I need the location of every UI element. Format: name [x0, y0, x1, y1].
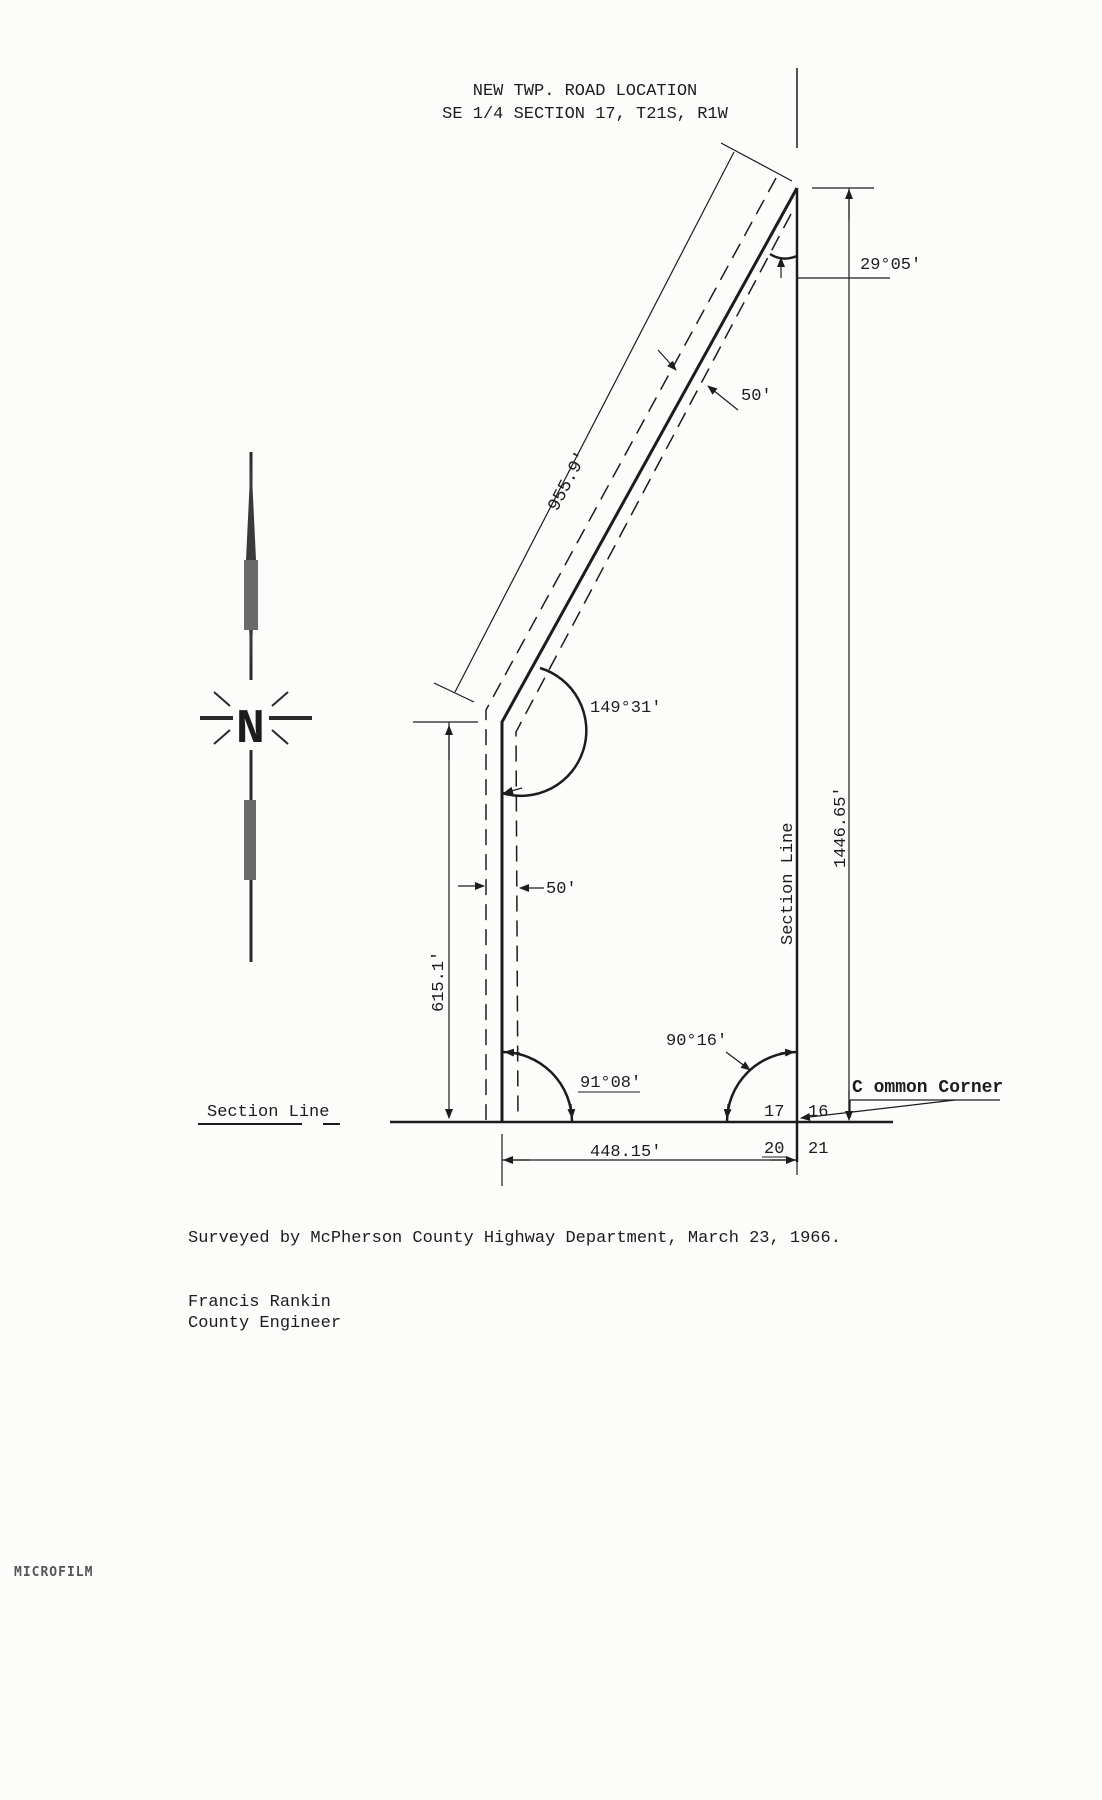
angle-149-label: 149°31': [590, 699, 661, 718]
dim-50-diag-label: 50': [741, 387, 772, 406]
dim-955-label: 955.9': [545, 448, 593, 515]
dim-50-diag-arrow-b: [707, 385, 739, 411]
section-line-east-label: Section Line: [779, 823, 798, 945]
title-line-1: NEW TWP. ROAD LOCATION: [473, 82, 697, 101]
section-17: 17: [764, 1103, 784, 1122]
angle-91-arc: [501, 1050, 574, 1123]
section-20: 20: [764, 1140, 784, 1159]
north-arrow-icon: N: [200, 452, 312, 962]
section-line-south-label: Section Line: [207, 1103, 329, 1122]
angle-90-arrow-bottom: [723, 1103, 732, 1119]
dim-1446-label: 1446.65': [832, 786, 851, 868]
dim-955-tick-top: [720, 142, 793, 182]
angle-91-arrow-top: [504, 1048, 521, 1057]
angle-91-label: 91°08': [580, 1074, 641, 1093]
section-21: 21: [808, 1140, 828, 1159]
dim-955-tick-bottom: [433, 682, 475, 703]
engineer-name: Francis Rankin: [188, 1293, 331, 1312]
angle-29-label: 29°05': [860, 256, 921, 275]
road-centerline: [500, 187, 799, 1122]
angle-149-arrow-tip: [503, 786, 523, 795]
title-line-2: SE 1/4 SECTION 17, T21S, R1W: [442, 105, 728, 124]
dim-615-label: 615.1': [430, 951, 449, 1012]
dim-955-line: [454, 151, 735, 693]
dim-50-diag-arrow-a: [657, 349, 677, 371]
common-corner-leader-a: [800, 1099, 956, 1121]
survey-note: Surveyed by McPherson County Highway Dep…: [188, 1229, 841, 1248]
right-of-way-east: [515, 213, 792, 1121]
engineer-role: County Engineer: [188, 1314, 342, 1333]
angle-90-leader: [725, 1051, 751, 1071]
angle-90-arrow-top: [779, 1048, 795, 1057]
right-of-way-west: [485, 177, 777, 1120]
angle-29-arc: [769, 252, 798, 260]
angle-90-arc: [725, 1050, 798, 1123]
common-corner-label: C ommon Corner: [852, 1078, 1003, 1098]
microfilm-stamp: MICROFILM: [14, 1565, 94, 1580]
dim-448-label: 448.15': [590, 1143, 661, 1162]
angle-149-arc: [501, 666, 588, 798]
dim-50-vert-label: 50': [546, 880, 577, 899]
angle-90-label: 90°16': [666, 1032, 727, 1051]
north-label: N: [236, 703, 265, 757]
angle-91-arrow-bottom: [567, 1103, 576, 1119]
section-16: 16: [808, 1103, 828, 1122]
